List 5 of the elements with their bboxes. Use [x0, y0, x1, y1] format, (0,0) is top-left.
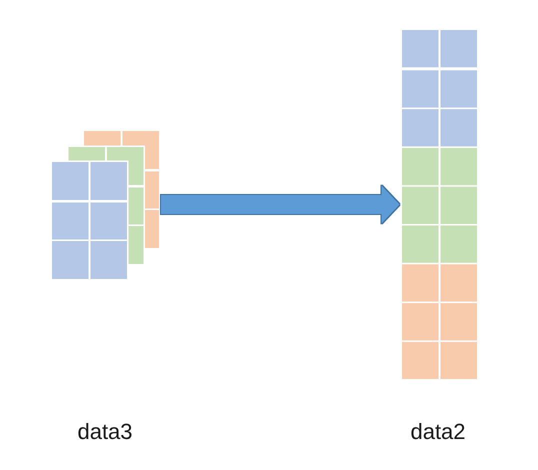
caption-label: data3 [77, 421, 133, 443]
block-arrow [161, 186, 400, 224]
stacked-grids-drawing [52, 131, 159, 279]
caption-label: data2 [410, 421, 466, 443]
grid-column-drawing [402, 30, 477, 379]
